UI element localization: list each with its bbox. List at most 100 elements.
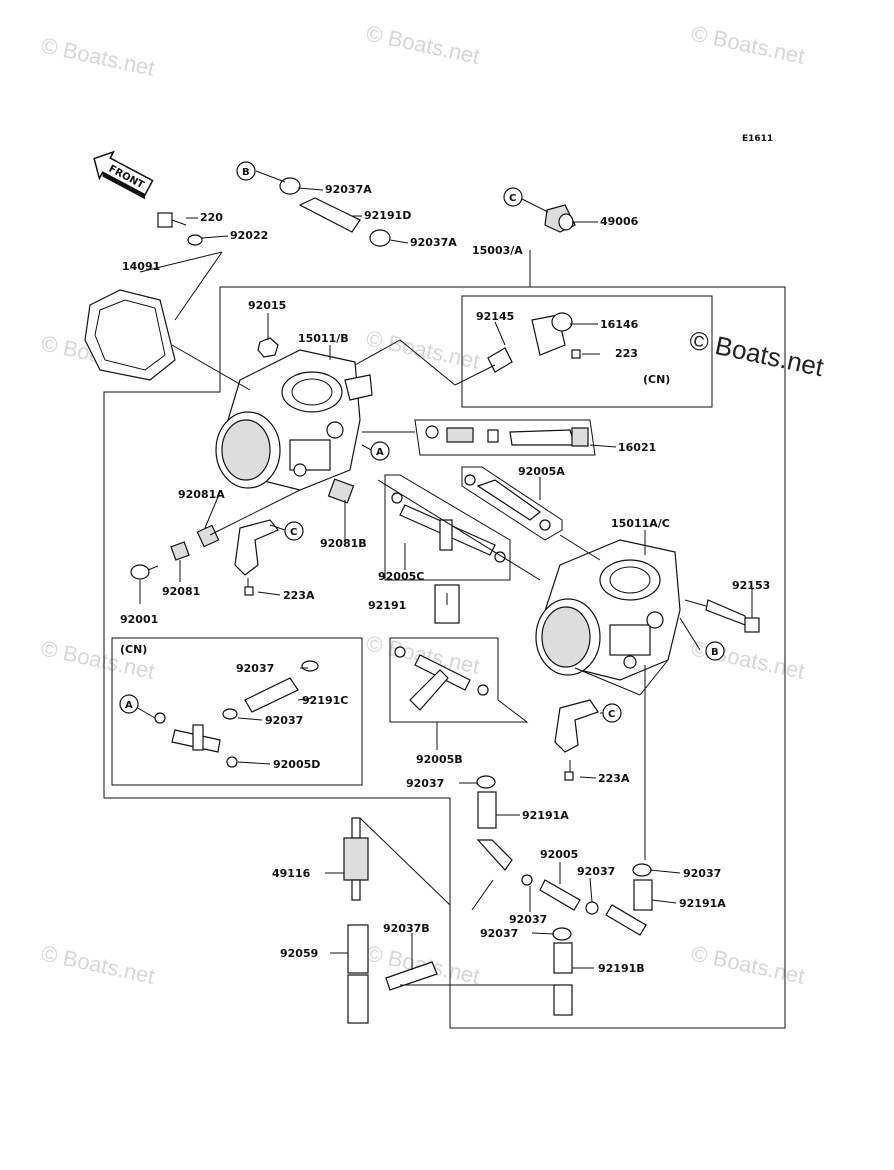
watermark: © Boats.net [689, 940, 807, 988]
clamp-92037 [476, 775, 496, 789]
screw-223A [564, 771, 574, 781]
clamp-92037 [632, 863, 652, 877]
part-label: 92191D [364, 209, 411, 222]
hose-group-box-92005A [461, 466, 563, 541]
part-label: 92037 [480, 927, 518, 940]
part-label: 92153 [732, 579, 770, 592]
part-label: 92005B [416, 753, 463, 766]
svg-text:C: C [290, 527, 297, 538]
part-label: 15011/B [298, 332, 349, 345]
spring-92081A [196, 524, 220, 548]
part-label: 15003/A [472, 244, 523, 257]
watermark: © Boats.net [39, 940, 157, 988]
part-label: 92191A [679, 897, 726, 910]
hose-92191A [477, 791, 497, 829]
part-label: 92059 [280, 947, 318, 960]
part-label: 92191C [302, 694, 348, 707]
screw-223A [244, 586, 254, 596]
cn-top-parts [487, 312, 581, 373]
part-labels: 92037 A 92191D 92037 A 49006 220 92022 140… [120, 183, 770, 975]
clamp-92037 [552, 927, 572, 941]
callout-b-right: B [705, 641, 725, 661]
part-label: 92022 [230, 229, 268, 242]
hose-92191B [553, 984, 573, 1016]
assembly-frame [103, 286, 786, 1029]
part-label: 92037 [577, 865, 615, 878]
hose-92059 [347, 974, 369, 1024]
screw-group-box-16021 [414, 419, 596, 456]
callout-c-top: C [503, 187, 523, 207]
clamp-92037 [585, 901, 599, 915]
part-label: 92191 [368, 599, 406, 612]
o-ring [494, 551, 506, 563]
o-ring [391, 492, 403, 504]
svg-text:A: A [376, 447, 384, 458]
hose-92005A [476, 479, 541, 521]
svg-text:C: C [608, 709, 615, 720]
part-label: 16146 [600, 318, 639, 331]
part-label: 14091 [122, 260, 160, 273]
hose-92005C-tee [439, 519, 453, 551]
carburetor-right [535, 539, 681, 681]
watermark: © Boats.net [689, 20, 807, 68]
washer-92022 [187, 234, 203, 246]
callout-a-cn: A [119, 694, 139, 714]
callout-b-top: B [236, 161, 256, 181]
watermark: © Boats.net [689, 635, 807, 683]
o-ring [464, 474, 476, 486]
bolt-92153 [705, 599, 749, 627]
part-label: 92005C [378, 570, 424, 583]
part-label: 223 [615, 347, 638, 360]
part-label: 92145 [476, 310, 514, 323]
part-label: 92015 [248, 299, 286, 312]
callout-c-right: C [602, 703, 622, 723]
hose-92191A [633, 879, 653, 911]
svg-text:B: B [711, 647, 719, 658]
clamp-92037 [521, 874, 533, 886]
spring-92081B [327, 478, 355, 504]
hose-92191A-bend [476, 839, 513, 871]
cover-14091 [84, 289, 176, 381]
screw-220 [157, 212, 187, 228]
spring-92081 [170, 541, 190, 561]
part-label: 92081B [320, 537, 367, 550]
hose-group-box-92005B [389, 637, 529, 723]
cn-label-left: (CN) [120, 643, 147, 656]
carburetor-left [215, 349, 373, 491]
cap-49006 [544, 204, 576, 233]
leader-lines [135, 170, 753, 986]
watermark: © Boats.net [364, 20, 482, 68]
part-label: 92037 [509, 913, 547, 926]
svg-text:B: B [242, 167, 250, 178]
cn-group-box-top [461, 295, 713, 408]
svg-text:C: C [509, 193, 516, 204]
o-ring [539, 519, 551, 531]
drawing-code: E1611 [742, 134, 773, 144]
part-label: 92081A [178, 488, 225, 501]
cn-group-box-left [111, 637, 363, 786]
fuel-filter-49116 [343, 817, 369, 901]
part-label: 220 [200, 211, 223, 224]
bolt-92153-head [744, 617, 760, 633]
part-label: 92037B [383, 922, 430, 935]
hose-92191D-assembly [279, 177, 391, 247]
hose-92005B [394, 646, 489, 711]
part-label: 92037 [406, 777, 444, 790]
part-label: 223A [598, 772, 630, 785]
part-label: 92005D [273, 758, 320, 771]
part-label: 92037 [265, 714, 303, 727]
hose-92191A-bend [605, 904, 647, 936]
part-label: 49006 [600, 215, 639, 228]
part-label: 92191A [522, 809, 569, 822]
watermark-layer: © Boats.net © Boats.net © Boats.net © Bo… [39, 20, 807, 988]
svg-text:A: A [125, 700, 133, 711]
callout-c-left: C [284, 521, 304, 541]
cn-label-top: (CN) [643, 373, 670, 386]
part-label: 92037 [683, 867, 721, 880]
part-label: 92081 [162, 585, 200, 598]
part-label: 16021 [618, 441, 656, 454]
tee-92005 [539, 879, 581, 911]
clip-92037B [385, 961, 438, 991]
part-label: 15011A/C [611, 517, 670, 530]
